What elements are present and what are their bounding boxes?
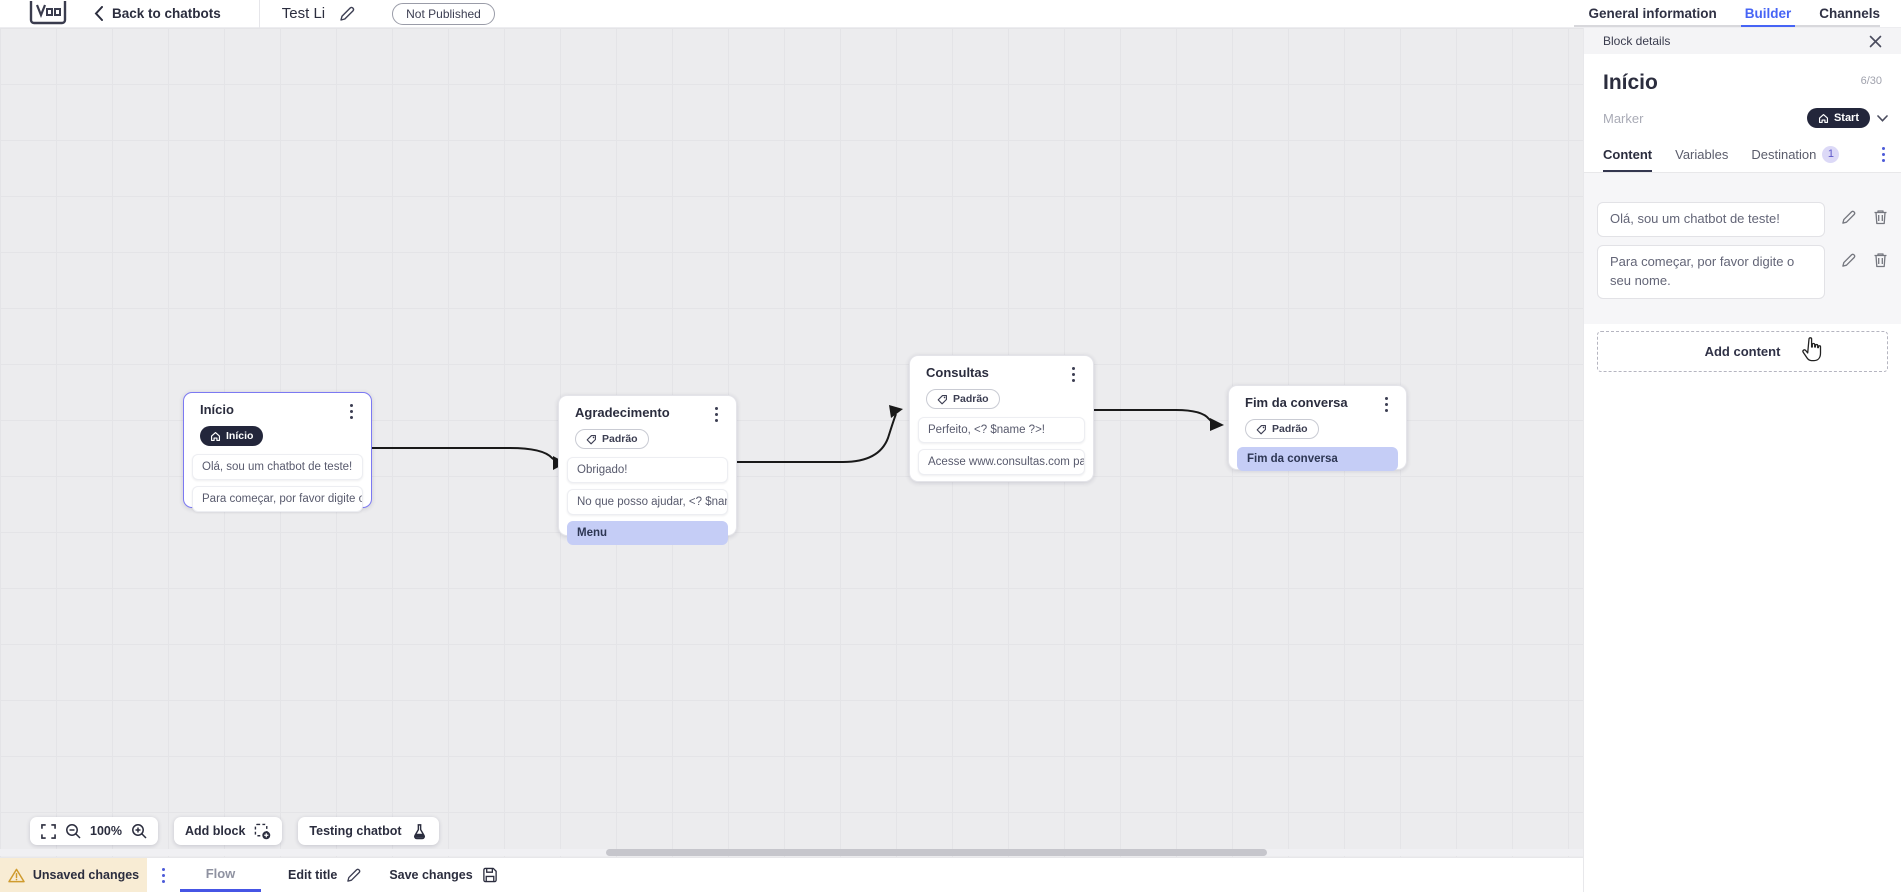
home-icon	[210, 431, 221, 441]
block-message-row[interactable]: Olá, sou um chatbot de teste!	[192, 454, 363, 480]
topbar-divider	[258, 0, 260, 28]
add-block-icon	[255, 823, 271, 839]
add-block-button[interactable]: Add block	[173, 817, 283, 845]
tab-channels[interactable]: Channels	[1819, 6, 1880, 21]
edit-message-icon[interactable]	[1841, 252, 1857, 268]
zoom-level: 100%	[90, 824, 122, 838]
block-message-row[interactable]: Perfeito, <? $name ?>!	[918, 417, 1085, 443]
bot-title: Test Li	[281, 5, 326, 22]
edit-bot-title-icon[interactable]	[339, 5, 356, 22]
home-icon	[1818, 113, 1828, 123]
tag-icon	[937, 394, 947, 404]
topbar: Back to chatbots Test Li Not Published G…	[0, 0, 1901, 28]
padrao-marker-badge: Padrão	[575, 429, 649, 449]
flask-icon	[413, 823, 425, 839]
app-logo-icon	[28, 0, 68, 27]
block-title: Fim da conversa	[1245, 395, 1348, 410]
tab-content[interactable]: Content	[1603, 147, 1653, 172]
destination-count-badge: 1	[1822, 145, 1840, 163]
unsaved-changes-status: Unsaved changes	[0, 858, 147, 892]
start-marker-pill: Start	[1806, 108, 1870, 128]
fullscreen-icon[interactable]	[41, 823, 56, 839]
block-title: Início	[200, 402, 234, 417]
panel-title: Block details	[1603, 34, 1671, 48]
zoom-in-icon[interactable]	[131, 823, 147, 839]
start-marker-badge: Início	[200, 426, 264, 446]
block-message-row[interactable]: Obrigado!	[567, 457, 728, 483]
delete-message-icon[interactable]	[1873, 209, 1888, 225]
block-message-row[interactable]: Acesse www.consultas.com par...	[918, 449, 1085, 475]
content-row: Olá, sou um chatbot de teste!	[1597, 202, 1888, 237]
save-changes-button[interactable]: Save changes	[389, 858, 497, 892]
bottombar-menu-icon[interactable]	[159, 866, 168, 885]
tag-icon	[1256, 424, 1266, 434]
block-menu-icon[interactable]	[1069, 365, 1078, 384]
close-icon[interactable]	[1869, 35, 1882, 48]
message-text-field[interactable]: Olá, sou um chatbot de teste!	[1597, 202, 1825, 237]
block-title: Agradecimento	[575, 405, 670, 420]
back-label: Back to chatbots	[112, 6, 221, 21]
flow-block-consultas[interactable]: Consultas Padrão Perfeito, <? $name ?>! …	[909, 355, 1094, 482]
canvas-horizontal-scrollbar[interactable]	[0, 849, 1583, 856]
flow-block-agradecimento[interactable]: Agradecimento Padrão Obrigado! No que po…	[558, 395, 737, 545]
panel-tabs: Content Variables Destination 1	[1584, 128, 1901, 173]
flow-canvas[interactable]: Início Início Olá, sou um chatbot de tes…	[0, 28, 1583, 857]
status-badge: Not Published	[392, 2, 495, 25]
panel-header: Block details	[1584, 28, 1901, 54]
name-char-counter: 6/30	[1860, 75, 1882, 87]
flow-block-fim-da-conversa[interactable]: Fim da conversa Padrão Fim da conversa	[1228, 385, 1407, 471]
testing-chatbot-button[interactable]: Testing chatbot	[298, 817, 439, 845]
add-content-button[interactable]: Add content	[1597, 330, 1888, 372]
block-menu-row[interactable]: Menu	[567, 521, 728, 545]
content-section: Olá, sou um chatbot de teste! Para começ…	[1584, 173, 1901, 324]
builder-top-tabs: General information Builder Channels	[1574, 0, 1880, 27]
tag-icon	[586, 434, 596, 444]
pencil-icon	[347, 868, 361, 882]
block-name-input[interactable]: Início	[1603, 71, 1658, 94]
bottombar: Unsaved changes Flow Edit title Save cha…	[0, 857, 1583, 892]
edit-message-icon[interactable]	[1841, 209, 1857, 225]
block-menu-icon[interactable]	[1382, 395, 1391, 414]
content-row: Para começar, por favor digite o seu nom…	[1597, 244, 1888, 299]
flow-block-inicio[interactable]: Início Início Olá, sou um chatbot de tes…	[183, 392, 372, 512]
chevron-left-icon	[94, 6, 103, 21]
tab-general-information[interactable]: General information	[1588, 6, 1717, 21]
tab-flow[interactable]: Flow	[180, 858, 261, 892]
marker-select[interactable]: Start	[1806, 108, 1888, 128]
block-menu-icon[interactable]	[347, 402, 356, 421]
block-end-row[interactable]: Fim da conversa	[1237, 447, 1398, 471]
message-text-field[interactable]: Para começar, por favor digite o seu nom…	[1597, 244, 1825, 299]
tab-variables[interactable]: Variables	[1675, 146, 1729, 162]
panel-menu-icon[interactable]	[1879, 145, 1888, 164]
warning-icon	[8, 868, 25, 882]
padrao-marker-badge: Padrão	[926, 389, 1000, 409]
save-icon	[482, 867, 497, 883]
zoom-controls: 100%	[30, 817, 158, 845]
block-details-panel: Block details Início 6/30 Marker Start	[1583, 28, 1901, 892]
scrollbar-thumb[interactable]	[606, 849, 1267, 856]
marker-label: Marker	[1603, 110, 1644, 126]
chevron-down-icon	[1877, 114, 1888, 122]
back-to-chatbots-button[interactable]: Back to chatbots	[94, 6, 221, 21]
zoom-out-icon[interactable]	[65, 823, 81, 839]
block-message-row[interactable]: Para começar, por favor digite o ...	[192, 486, 363, 512]
delete-message-icon[interactable]	[1873, 252, 1888, 268]
edit-title-button[interactable]: Edit title	[288, 858, 362, 892]
block-title: Consultas	[926, 365, 989, 380]
tab-destination[interactable]: Destination 1	[1751, 145, 1840, 172]
block-menu-icon[interactable]	[712, 405, 721, 424]
padrao-marker-badge: Padrão	[1245, 419, 1319, 439]
canvas-controls: 100% Add block Testing chatbot	[30, 817, 439, 845]
block-message-row[interactable]: No que posso ajudar, <? $name ...	[567, 489, 728, 515]
tab-builder[interactable]: Builder	[1740, 0, 1795, 27]
